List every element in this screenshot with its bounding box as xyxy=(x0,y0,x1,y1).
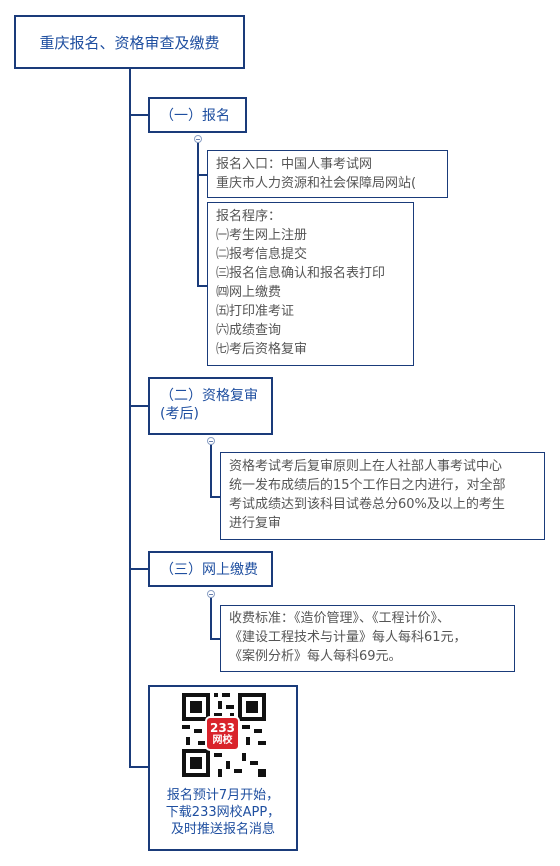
branch-line-3 xyxy=(129,568,148,570)
detail-line: ㈢报名信息确认和报名表打印 xyxy=(216,266,386,281)
branch-line-promo xyxy=(129,766,148,768)
sub-connector-2 xyxy=(210,442,212,497)
detail-line: 进行复审 xyxy=(229,516,282,531)
promo-line: 报名预计7月开始， xyxy=(166,788,280,803)
detail-line: ㈦考后资格复审 xyxy=(216,342,308,357)
detail-line: 统一发布成绩后的15个工作日之内进行，对全部 xyxy=(229,478,506,493)
detail-line: 《案例分析》每人每科69元。 xyxy=(229,649,402,664)
branch-line-2 xyxy=(129,405,148,407)
main-trunk-line xyxy=(129,69,131,767)
section-qualification-review: （二）资格复审 (考后) xyxy=(148,377,273,435)
registration-entry-node: 报名入口：中国人事考试网 重庆市人力资源和社会保障局网站( xyxy=(207,150,448,198)
logo-text-top: 233 xyxy=(209,721,236,735)
detail-line: 《建设工程技术与计量》每人每科61元， xyxy=(229,630,467,645)
section-sublabel: (考后) xyxy=(160,406,199,422)
section-registration: （一）报名 xyxy=(148,97,247,133)
app-logo-icon: 233 网校 xyxy=(205,716,240,751)
registration-procedure-node: 报名程序： ㈠考生网上注册 ㈡报考信息提交 ㈢报名信息确认和报名表打印 ㈣网上缴… xyxy=(207,202,414,366)
sub-connector-2a xyxy=(210,496,220,498)
detail-line: ㈣网上缴费 xyxy=(216,285,282,300)
detail-line: ㈤打印准考证 xyxy=(216,304,295,319)
detail-line: 重庆市人力资源和社会保障局网站( xyxy=(216,176,417,191)
collapse-toggle-icon[interactable] xyxy=(207,437,215,445)
sub-connector-1b xyxy=(197,285,207,287)
detail-line: ㈡报考信息提交 xyxy=(216,247,308,262)
detail-line: 考试成绩达到该科目试卷总分60%及以上的考生 xyxy=(229,497,505,512)
logo-text-bottom: 网校 xyxy=(212,735,233,746)
section-label: （一）报名 xyxy=(160,108,230,124)
detail-line: 报名入口：中国人事考试网 xyxy=(216,157,373,172)
root-node: 重庆报名、资格审查及缴费 xyxy=(14,15,245,69)
section-label: （二）资格复审 xyxy=(160,388,258,404)
sub-connector-1a xyxy=(197,174,207,176)
branch-line-1 xyxy=(129,114,148,116)
sub-connector-3a xyxy=(210,638,220,640)
promo-line: 及时推送报名消息 xyxy=(170,822,275,837)
fee-standard-node: 收费标准：《造价管理》、《工程计价》、 《建设工程技术与计量》每人每科61元， … xyxy=(220,605,515,672)
detail-line: 收费标准：《造价管理》、《工程计价》、 xyxy=(229,611,451,626)
section-label: （三）网上缴费 xyxy=(160,562,258,578)
sub-connector-3 xyxy=(210,594,212,639)
detail-line: ㈠考生网上注册 xyxy=(216,228,308,243)
qualification-review-node: 资格考试考后复审原则上在人社部人事考试中心 统一发布成绩后的15个工作日之内进行… xyxy=(220,452,545,540)
collapse-toggle-icon[interactable] xyxy=(194,135,202,143)
detail-line: 资格考试考后复审原则上在人社部人事考试中心 xyxy=(229,459,503,474)
section-online-payment: （三）网上缴费 xyxy=(148,551,273,587)
qr-code-icon[interactable] xyxy=(182,693,266,777)
promo-line: 下载233网校APP， xyxy=(165,805,281,820)
sub-connector-1 xyxy=(197,140,199,286)
detail-line: ㈥成绩查询 xyxy=(216,323,282,338)
collapse-toggle-icon[interactable] xyxy=(207,590,215,598)
root-title: 重庆报名、资格审查及缴费 xyxy=(39,33,220,52)
detail-line: 报名程序： xyxy=(216,209,282,224)
